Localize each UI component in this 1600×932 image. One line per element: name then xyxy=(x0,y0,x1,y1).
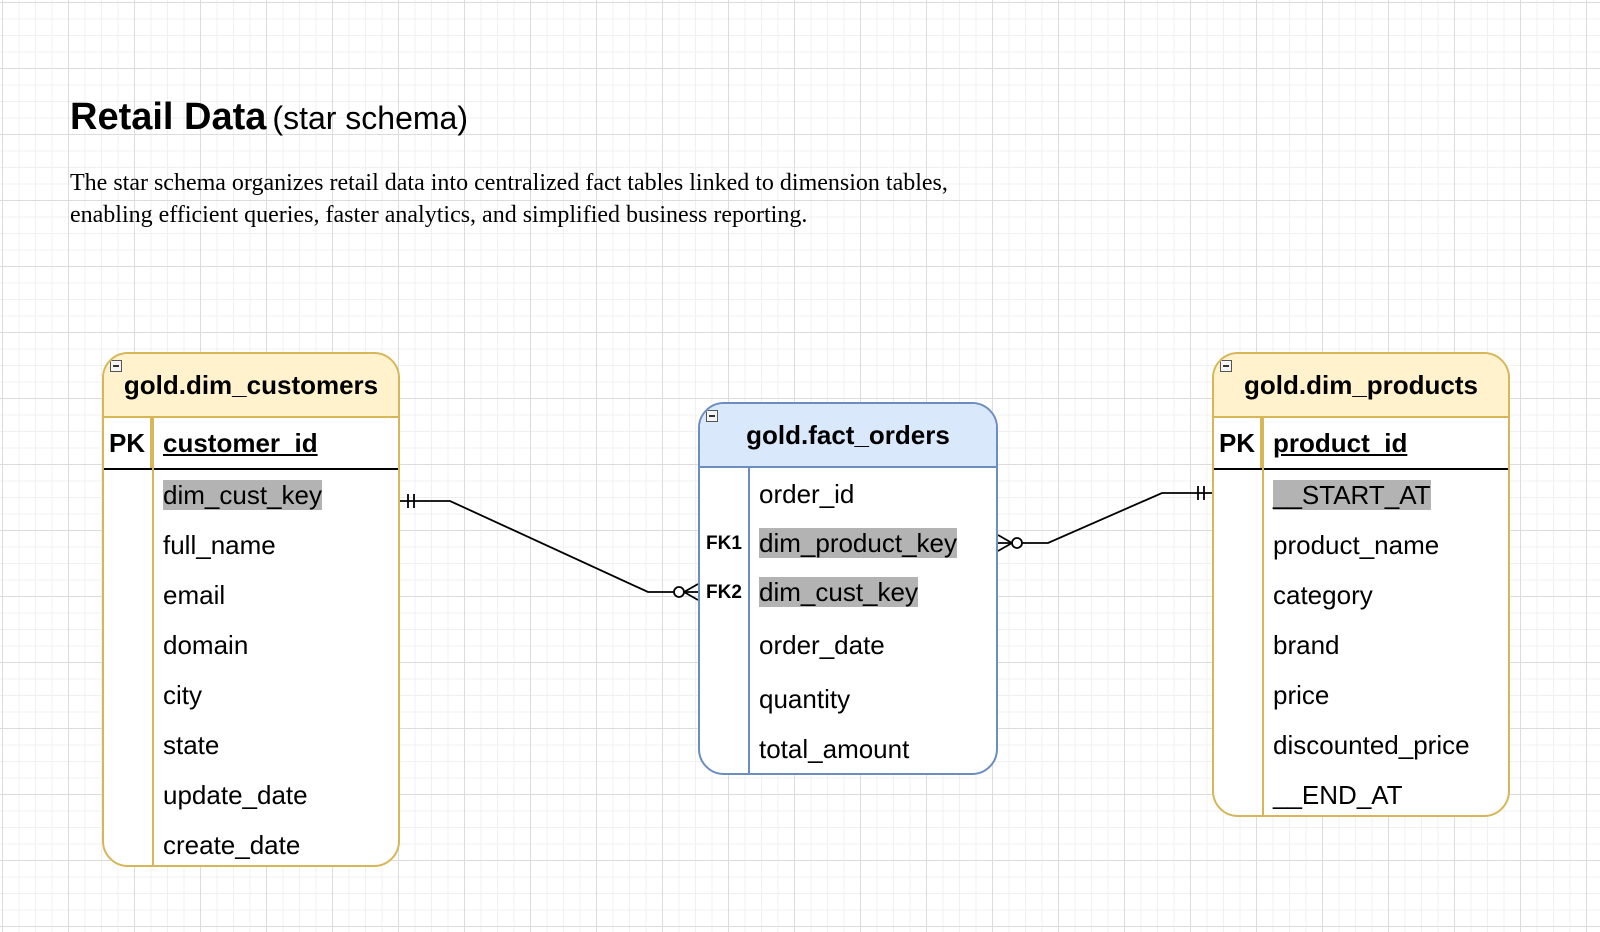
description-line-2: enabling efficient queries, faster analy… xyxy=(70,202,808,228)
key-label xyxy=(700,617,748,673)
title-subtitle: (star schema) xyxy=(272,100,468,136)
key-column-divider xyxy=(1262,418,1264,815)
key-label: FK1 xyxy=(706,532,742,554)
column-list: dim_cust_key full_name email domain city… xyxy=(104,470,398,865)
column-name: dim_cust_key xyxy=(759,577,918,607)
pk-column: product_id xyxy=(1273,427,1408,458)
collapse-icon[interactable] xyxy=(110,360,122,372)
table-header[interactable]: gold.dim_products xyxy=(1214,354,1508,418)
column-name: order_date xyxy=(759,629,885,660)
column-name: full_name xyxy=(163,529,276,560)
column-name: price xyxy=(1273,679,1330,710)
title-main: Retail Data xyxy=(70,96,267,138)
column-row[interactable]: domain xyxy=(104,620,398,670)
column-row[interactable]: brand xyxy=(1214,620,1508,670)
diagram-description: The star schema organizes retail data in… xyxy=(70,167,1070,231)
column-row[interactable]: discounted_price xyxy=(1214,720,1508,770)
table-dim-products[interactable]: gold.dim_products PK product_id __START_… xyxy=(1212,352,1510,817)
pk-row[interactable]: PK customer_id xyxy=(104,418,398,470)
column-row[interactable]: __START_AT xyxy=(1214,470,1508,520)
column-name: total_amount xyxy=(759,734,910,764)
collapse-icon[interactable] xyxy=(706,410,718,422)
column-name: state xyxy=(163,729,220,760)
pk-column: customer_id xyxy=(163,427,318,458)
key-column-divider xyxy=(152,418,154,865)
column-row[interactable]: quantity xyxy=(700,673,996,725)
connector-orders-products[interactable] xyxy=(998,492,1212,544)
column-row[interactable]: FK2 dim_cust_key xyxy=(700,568,996,617)
column-name: brand xyxy=(1273,629,1340,660)
column-name: dim_product_key xyxy=(759,528,957,558)
column-name: email xyxy=(163,579,226,610)
column-name: __END_AT xyxy=(1273,779,1403,810)
key-column-divider xyxy=(748,468,750,773)
column-row[interactable]: price xyxy=(1214,670,1508,720)
table-header[interactable]: gold.dim_customers xyxy=(104,354,398,418)
column-row[interactable]: city xyxy=(104,670,398,720)
column-name: domain xyxy=(163,629,249,660)
crowsfoot-orders-cust xyxy=(683,583,699,601)
column-row[interactable]: total_amount xyxy=(700,725,996,773)
crowsfoot-orders-product xyxy=(997,534,1013,552)
column-name: discounted_price xyxy=(1273,729,1470,760)
column-row[interactable]: state xyxy=(104,720,398,770)
column-row[interactable]: update_date xyxy=(104,770,398,820)
key-label xyxy=(700,673,748,725)
pk-row[interactable]: PK product_id xyxy=(1214,418,1508,470)
column-row[interactable]: order_id xyxy=(700,470,996,519)
column-list: __START_AT product_name category brand p… xyxy=(1214,470,1508,815)
column-name: category xyxy=(1273,579,1373,610)
key-label xyxy=(700,470,748,519)
column-row[interactable]: FK1 dim_product_key xyxy=(700,519,996,568)
pk-label: PK xyxy=(1214,418,1262,468)
pk-label: PK xyxy=(104,418,152,468)
diagram-title: Retail Data(star schema) xyxy=(70,96,468,139)
column-row[interactable]: category xyxy=(1214,570,1508,620)
column-row[interactable]: full_name xyxy=(104,520,398,570)
table-name: gold.fact_orders xyxy=(746,419,950,450)
column-row[interactable]: order_date xyxy=(700,617,996,673)
column-row[interactable]: product_name xyxy=(1214,520,1508,570)
column-row[interactable]: create_date xyxy=(104,820,398,865)
table-header[interactable]: gold.fact_orders xyxy=(700,404,996,468)
table-name: gold.dim_products xyxy=(1244,369,1478,400)
column-name: quantity xyxy=(759,683,851,714)
table-fact-orders[interactable]: gold.fact_orders order_id FK1 dim_product… xyxy=(698,402,998,775)
column-row[interactable]: email xyxy=(104,570,398,620)
zero-or-many-circle-orders-cust xyxy=(673,586,685,598)
column-row[interactable]: dim_cust_key xyxy=(104,470,398,520)
column-name: __START_AT xyxy=(1273,479,1431,510)
column-name: create_date xyxy=(163,829,301,860)
key-label: FK2 xyxy=(706,581,742,603)
key-label xyxy=(700,725,748,773)
description-line-1: The star schema organizes retail data in… xyxy=(70,170,948,196)
column-list: order_id FK1 dim_product_key FK2 dim_cust_… xyxy=(700,468,996,773)
column-name: dim_cust_key xyxy=(163,479,322,510)
table-name: gold.dim_customers xyxy=(123,369,379,400)
column-name: order_id xyxy=(759,479,855,509)
column-name: update_date xyxy=(163,779,308,810)
connector-customers-orders[interactable] xyxy=(400,500,698,593)
column-row[interactable]: __END_AT xyxy=(1214,770,1508,815)
zero-or-many-circle-orders-product xyxy=(1011,537,1023,549)
column-name: product_name xyxy=(1273,529,1440,560)
collapse-icon[interactable] xyxy=(1220,360,1232,372)
column-name: city xyxy=(163,679,202,710)
table-dim-customers[interactable]: gold.dim_customers PK customer_id dim_cu… xyxy=(102,352,400,867)
